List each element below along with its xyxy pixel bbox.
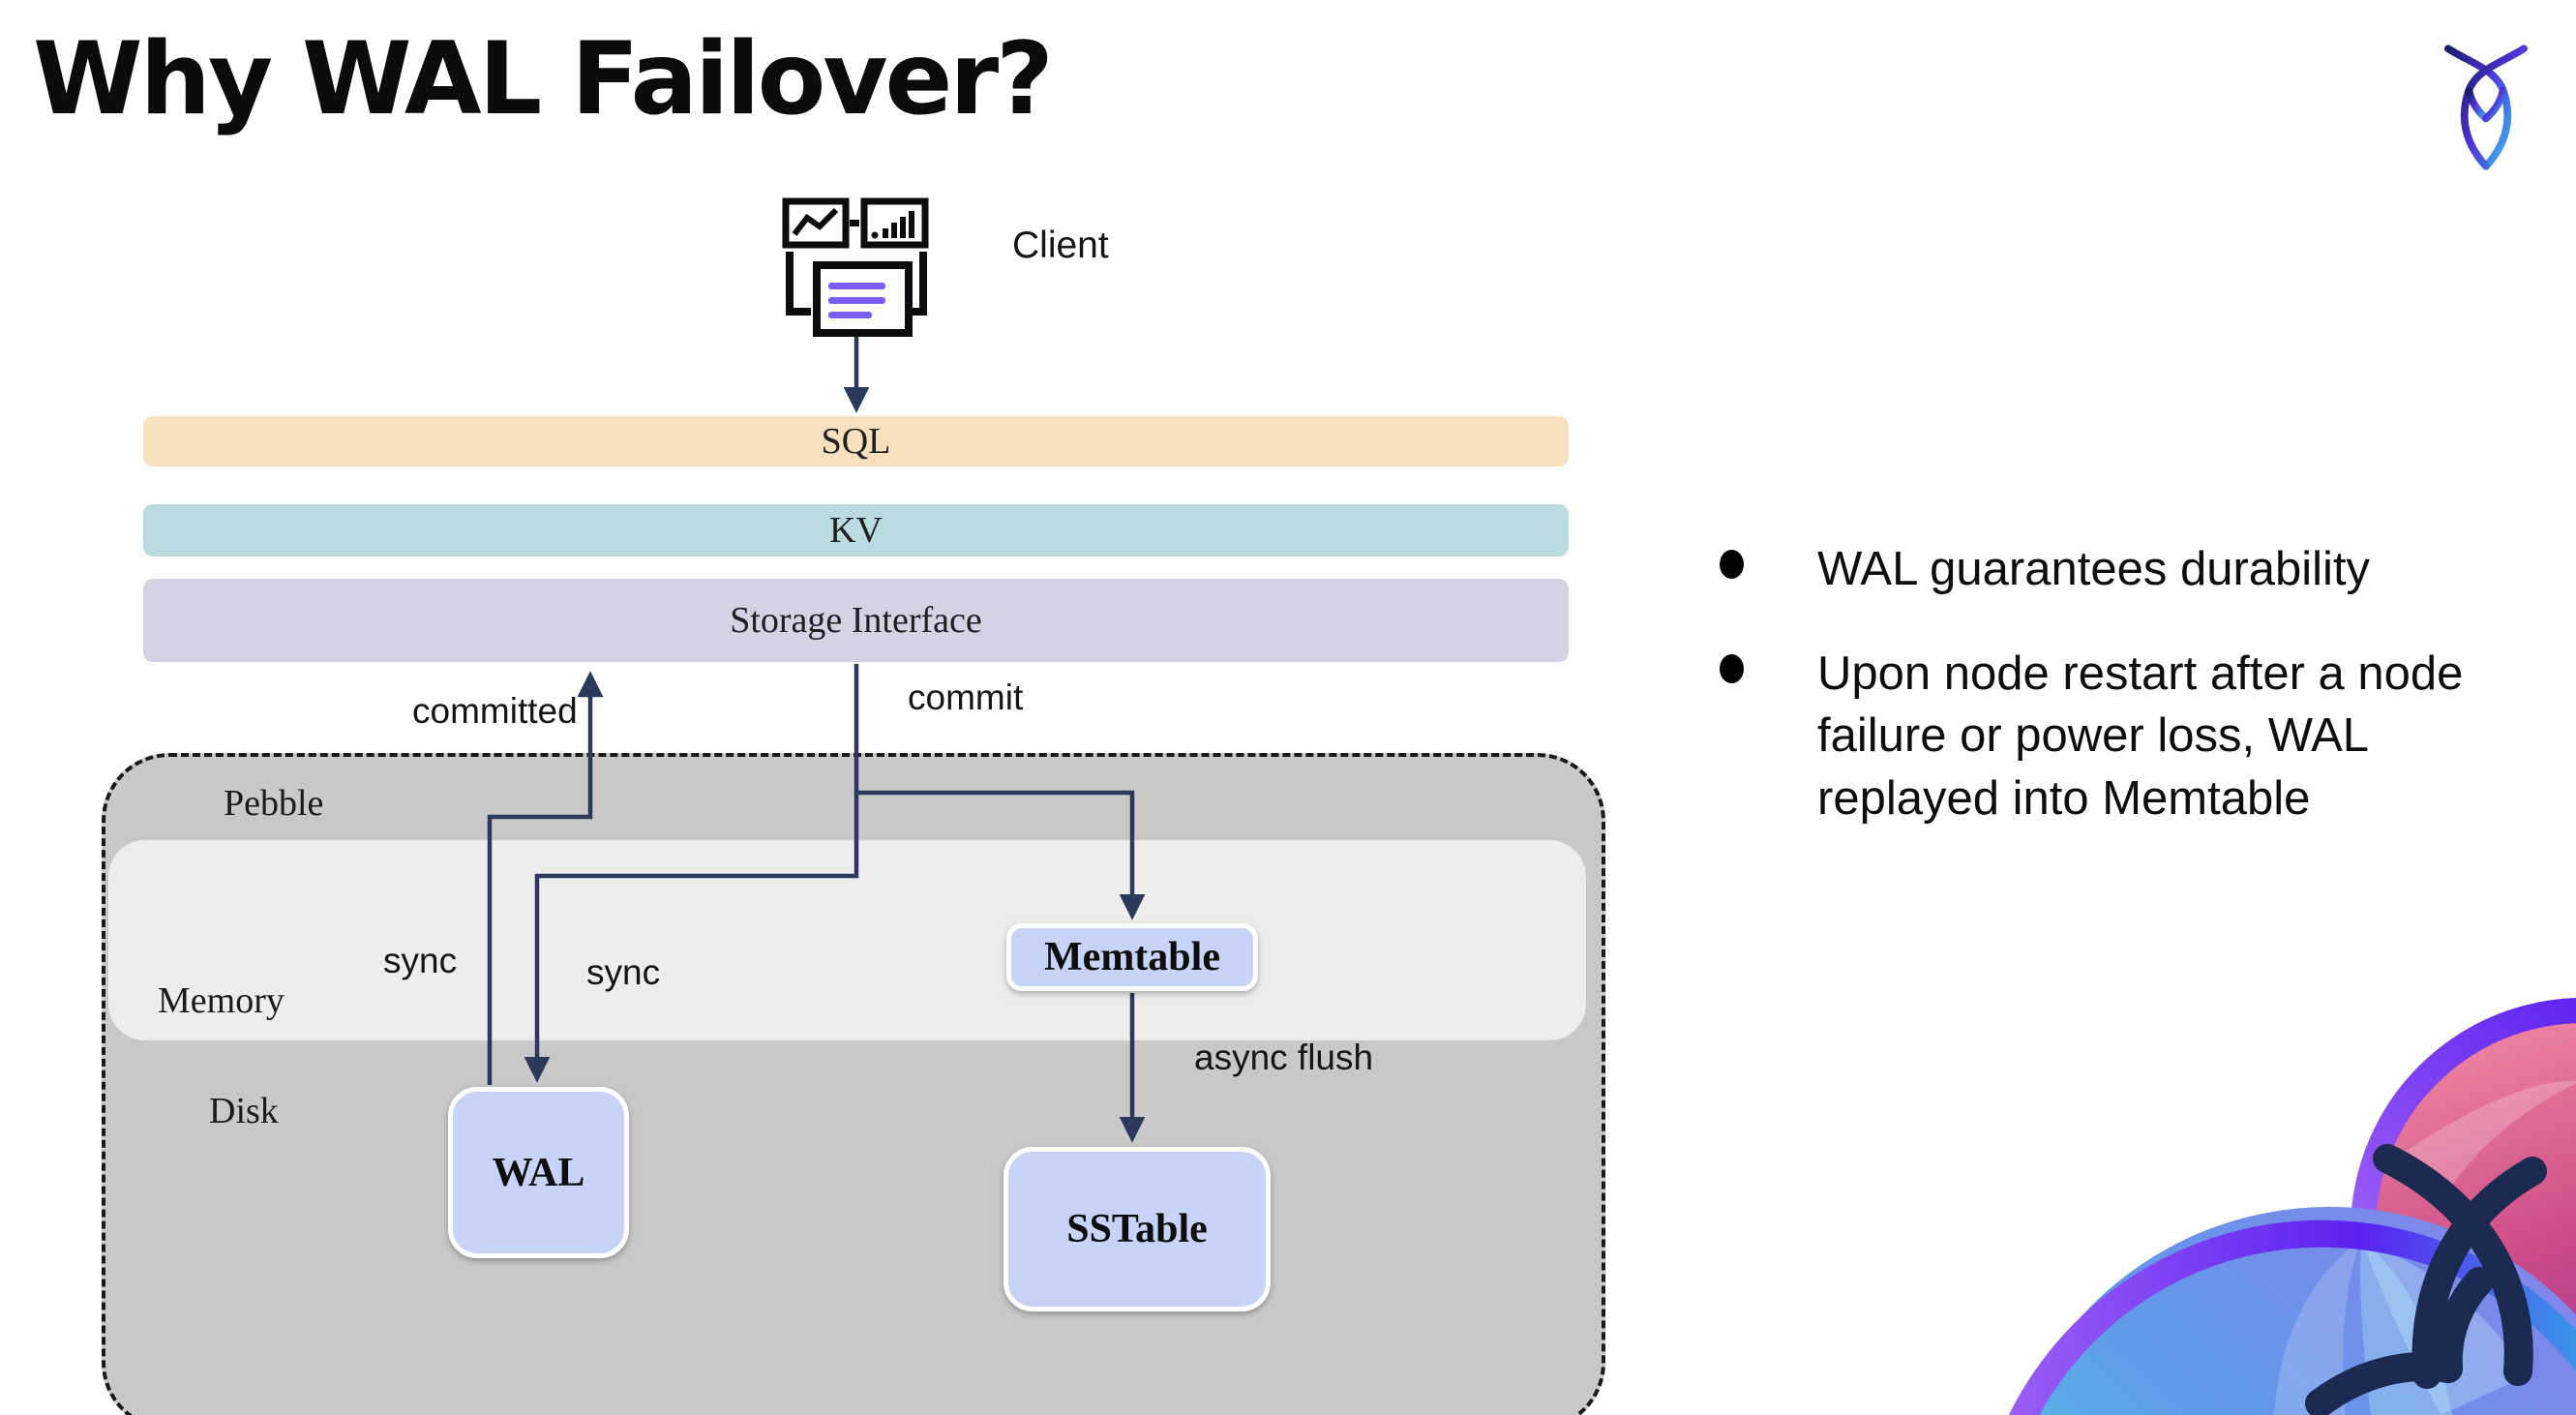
client-icon (774, 192, 939, 337)
memory-band (108, 840, 1586, 1040)
committed-label: committed (412, 691, 578, 731)
bar-chart-icon (860, 197, 929, 249)
layer-kv: KV (143, 504, 1569, 557)
layer-sql: SQL (143, 416, 1569, 467)
bullet-text: WAL guarantees durability (1817, 543, 2371, 595)
layer-storage-label: Storage Interface (730, 600, 982, 641)
node-sstable: SSTable (1003, 1147, 1271, 1311)
node-wal: WAL (448, 1087, 629, 1258)
cockroachdb-logo-icon (2441, 39, 2531, 172)
memory-zone-label: Memory (158, 980, 285, 1021)
page-title: Why WAL Failover? (33, 21, 1054, 137)
terminal-icon (786, 252, 927, 337)
commit-label: commit (908, 677, 1024, 717)
bullet-dot-icon (1720, 550, 1744, 579)
brand-graphic (1899, 834, 2576, 1415)
list-item: Upon node restart after a node failure o… (1720, 643, 2532, 829)
bullet-text: Upon node restart after a node failure o… (1817, 647, 2464, 825)
layer-storage-interface: Storage Interface (143, 579, 1569, 662)
sstable-label: SSTable (1066, 1207, 1208, 1251)
list-item: WAL guarantees durability (1720, 538, 2532, 600)
bullet-list: WAL guarantees durability Upon node rest… (1720, 538, 2532, 872)
pebble-label: Pebble (224, 783, 324, 824)
sync-label-right: sync (586, 952, 661, 992)
disk-zone-label: Disk (209, 1091, 279, 1131)
node-memtable: Memtable (1006, 923, 1258, 991)
wal-label: WAL (492, 1150, 585, 1195)
client-label: Client (1012, 225, 1109, 266)
layer-sql-label: SQL (821, 421, 891, 462)
bullet-dot-icon (1720, 654, 1744, 684)
memtable-label: Memtable (1044, 935, 1220, 979)
layer-kv-label: KV (829, 510, 883, 551)
async-flush-label: async flush (1194, 1038, 1374, 1077)
sync-label-left: sync (383, 941, 458, 980)
dash-icon (850, 220, 859, 226)
chart-line-icon (782, 197, 850, 249)
